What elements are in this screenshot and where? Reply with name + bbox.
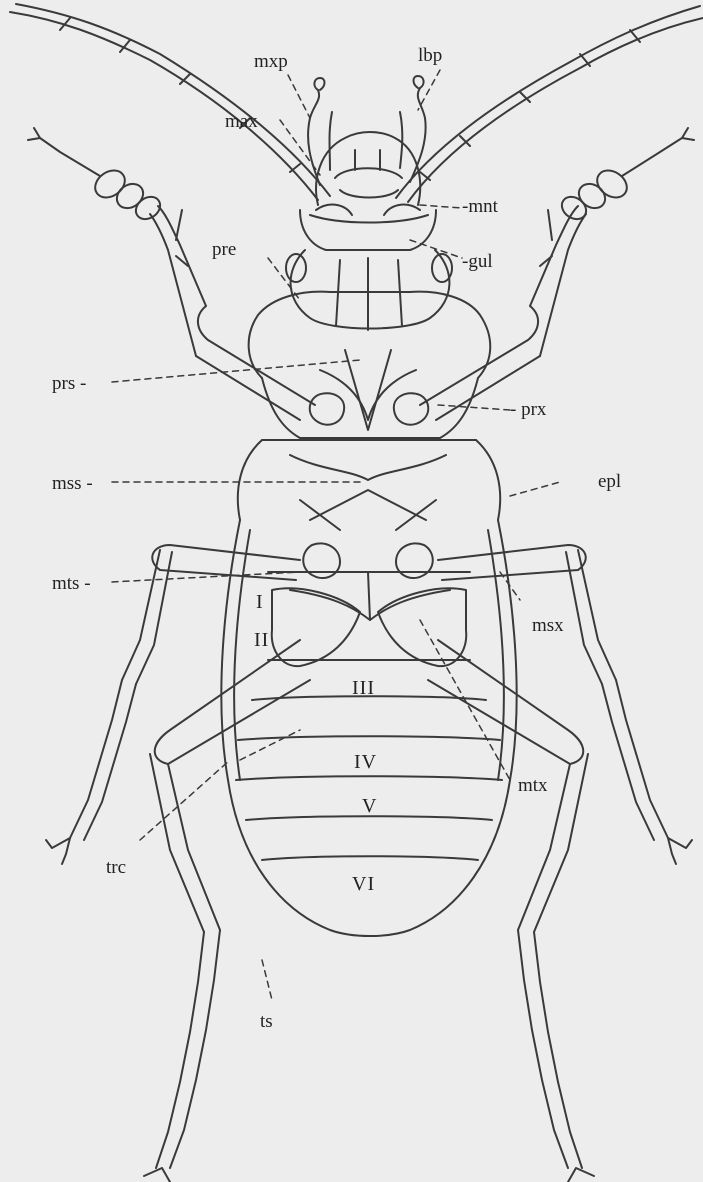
hindleg-right bbox=[428, 640, 594, 1182]
antennae bbox=[10, 4, 703, 202]
label-prx: - prx bbox=[510, 400, 546, 419]
label-mtx: mtx bbox=[518, 776, 548, 795]
label-lbp: lbp bbox=[418, 46, 442, 65]
mesothorax bbox=[238, 440, 500, 530]
segment-label-vi: VI bbox=[352, 874, 375, 894]
label-msx: msx bbox=[532, 616, 564, 635]
label-gul: -gul bbox=[462, 252, 493, 271]
label-ts: ts bbox=[260, 1012, 273, 1031]
label-pre: pre bbox=[212, 240, 236, 259]
segment-label-v: V bbox=[362, 796, 377, 816]
label-mss: mss - bbox=[52, 474, 93, 493]
label-max: max bbox=[225, 112, 258, 131]
label-mts: mts - bbox=[52, 574, 91, 593]
hindleg-left bbox=[144, 640, 310, 1182]
label-trc: trc bbox=[106, 858, 126, 877]
label-prs: prs - bbox=[52, 374, 86, 393]
segment-label-i: I bbox=[256, 592, 264, 612]
labial-palps bbox=[400, 76, 426, 182]
foreleg-right bbox=[420, 128, 694, 420]
head bbox=[316, 132, 420, 215]
segment-label-iv: IV bbox=[354, 752, 377, 772]
segment-label-ii: II bbox=[254, 630, 269, 650]
midleg-right bbox=[438, 545, 692, 864]
segment-label-iii: III bbox=[352, 678, 375, 698]
label-mnt: -mnt bbox=[462, 197, 498, 216]
label-mxp: mxp bbox=[254, 52, 288, 71]
label-epl: epl bbox=[598, 472, 621, 491]
